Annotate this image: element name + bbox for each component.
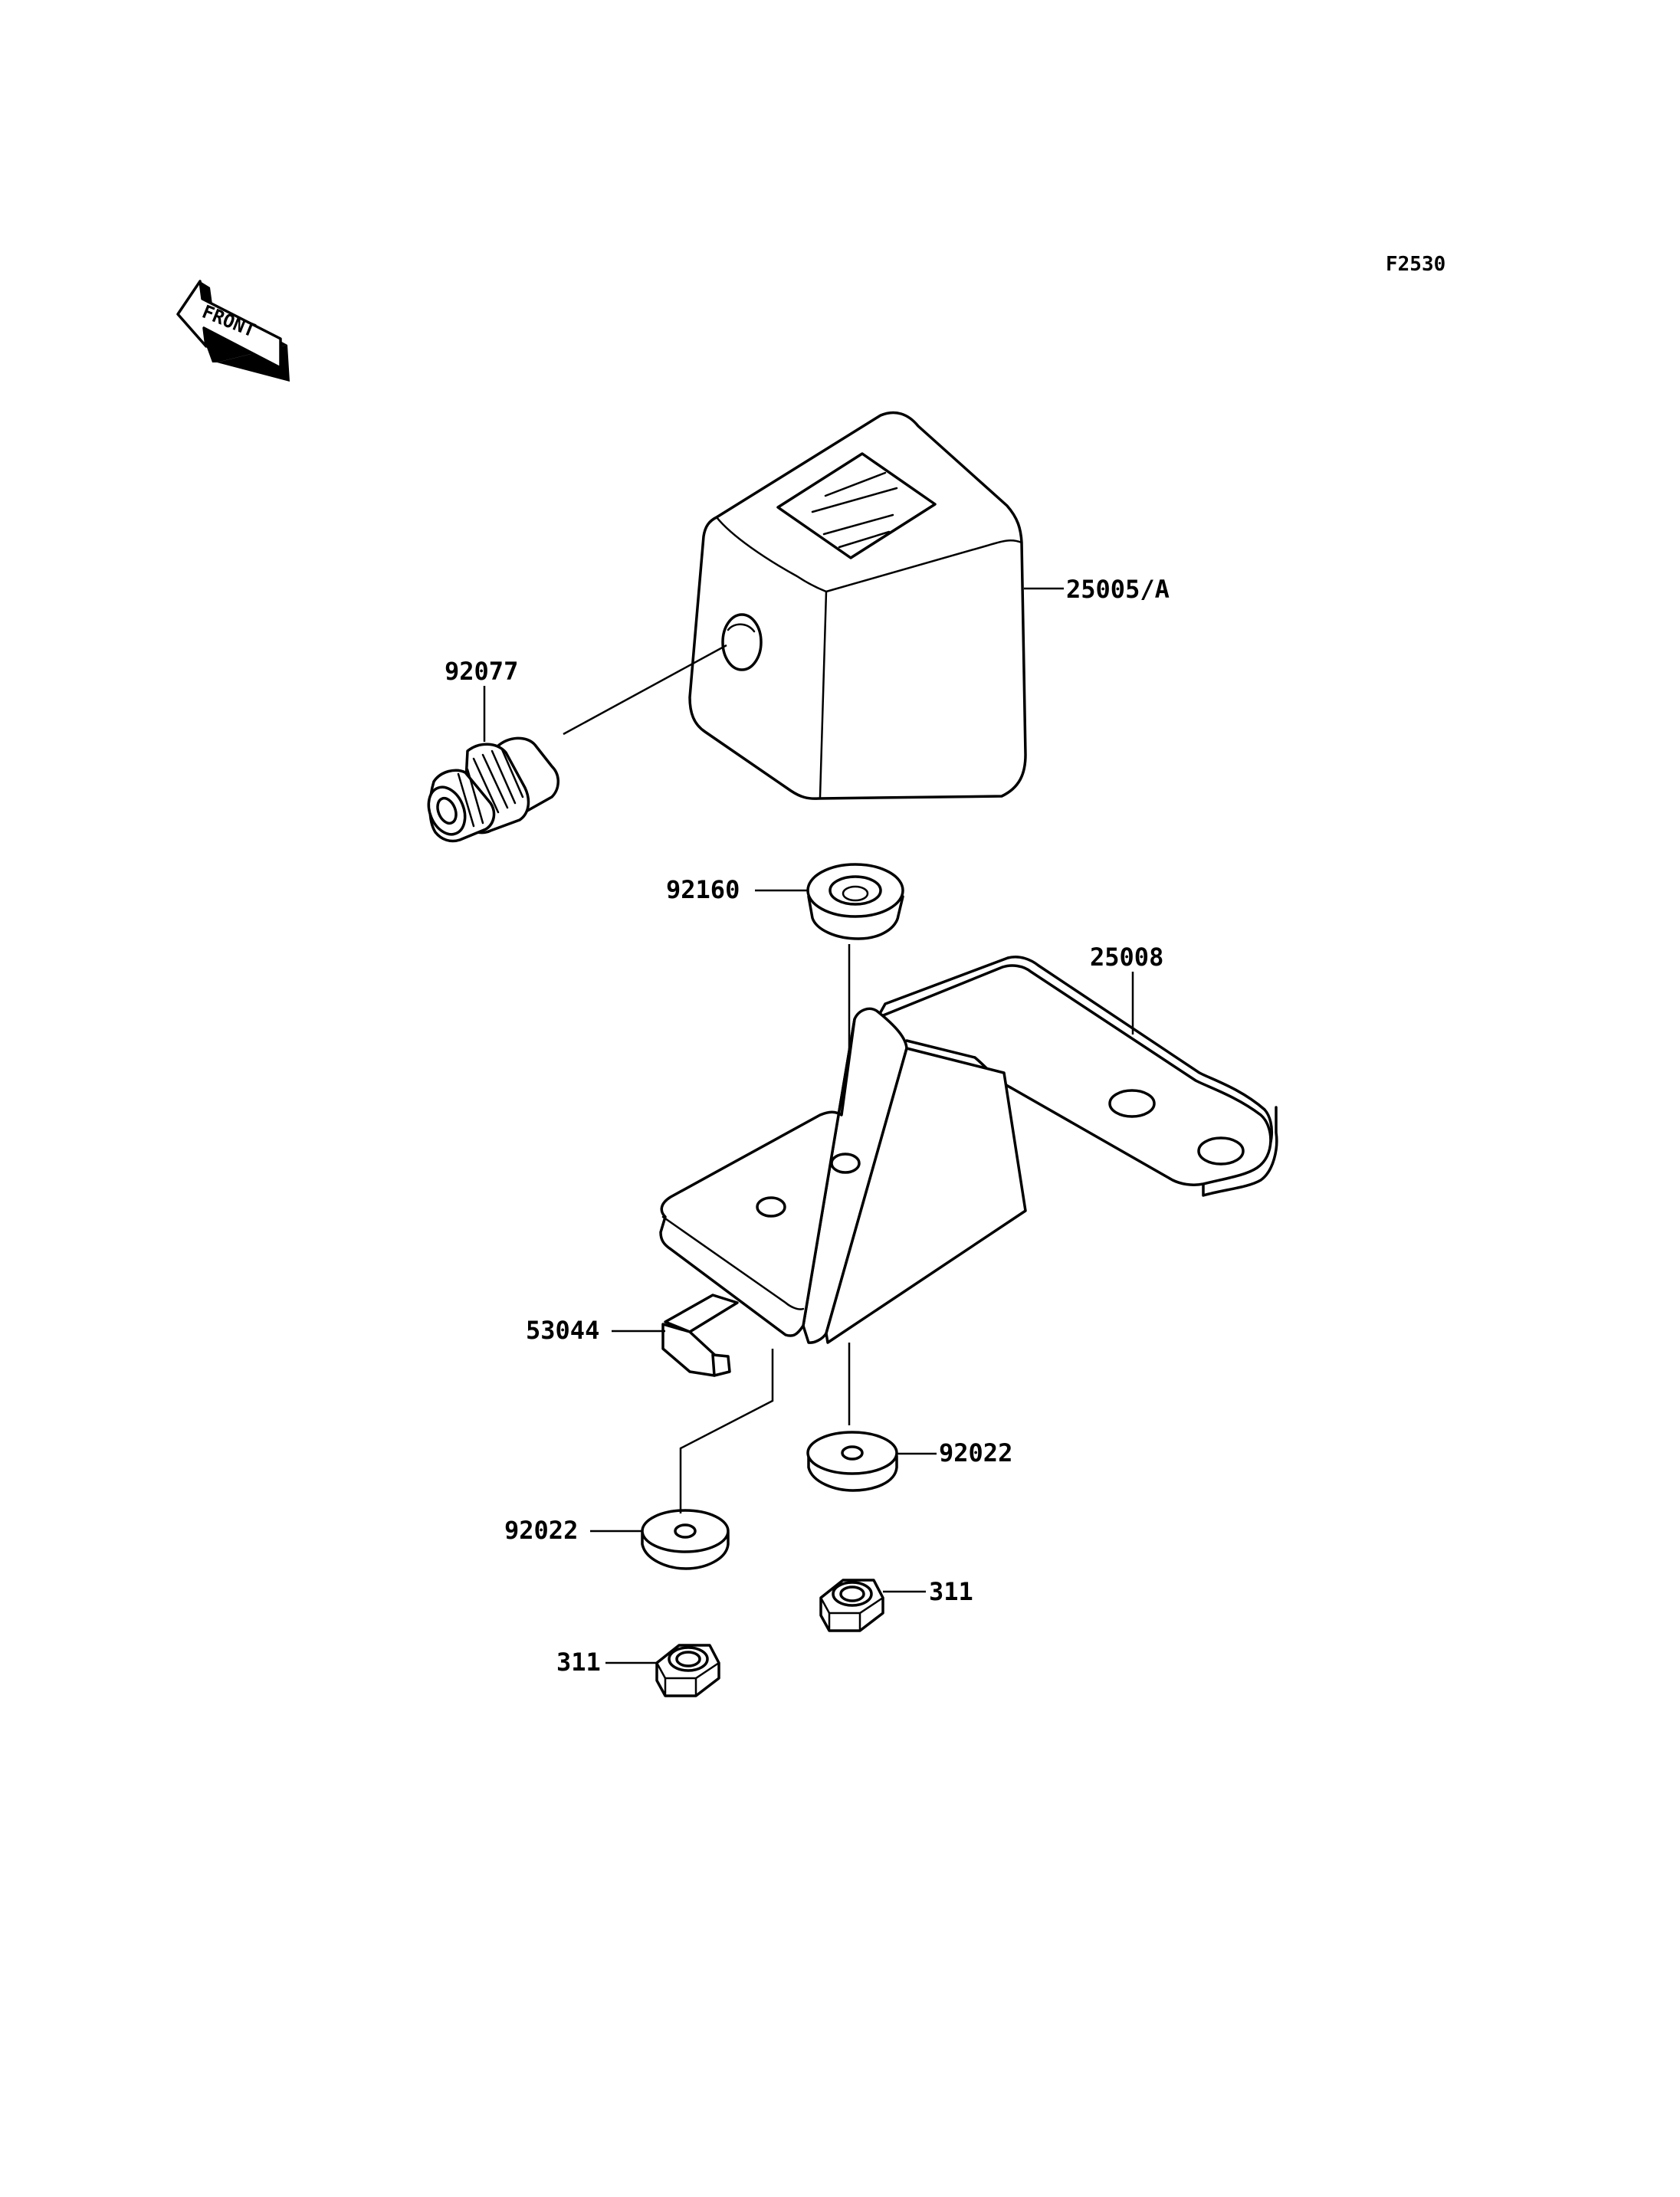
meter-housing bbox=[688, 411, 1027, 800]
nut-left bbox=[655, 1644, 720, 1697]
clip bbox=[661, 1294, 739, 1377]
part-label-311-left: 311 bbox=[556, 1648, 601, 1677]
washer-left bbox=[641, 1509, 730, 1570]
part-label-92077: 92077 bbox=[445, 657, 518, 686]
front-arrow-icon: FRONT bbox=[176, 280, 290, 382]
part-label-25005A: 25005/A bbox=[1066, 575, 1170, 604]
part-label-311-right: 311 bbox=[929, 1577, 973, 1606]
nut-right bbox=[819, 1579, 884, 1632]
washer-left-axis-line bbox=[679, 1349, 774, 1513]
figure-code: F2530 bbox=[1386, 253, 1445, 276]
washer-right bbox=[806, 1431, 898, 1492]
part-label-92160: 92160 bbox=[666, 875, 740, 904]
part-label-92022-left: 92022 bbox=[504, 1516, 578, 1545]
part-label-53044: 53044 bbox=[526, 1316, 599, 1345]
part-label-25008: 25008 bbox=[1090, 943, 1163, 972]
grommet bbox=[806, 863, 904, 940]
bracket bbox=[659, 956, 1278, 1344]
part-label-92022-right: 92022 bbox=[939, 1438, 1012, 1467]
knob-axis-line bbox=[563, 644, 727, 736]
knob bbox=[427, 736, 559, 843]
